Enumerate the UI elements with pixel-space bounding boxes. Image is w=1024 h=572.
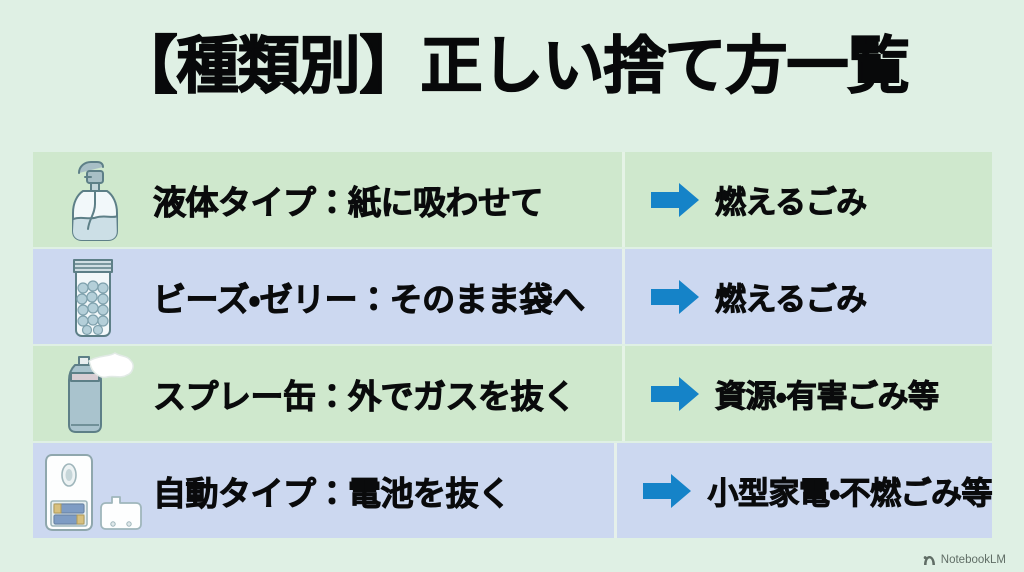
- table-row: 自動タイプ：電池を抜く 小型家電・不燃ごみ等: [33, 443, 993, 538]
- table-cell-method: 液体タイプ：紙に吸わせて: [33, 152, 622, 247]
- method-label: 液体タイプ：紙に吸わせて: [153, 183, 544, 221]
- table-cell-category: 燃えるごみ: [625, 152, 992, 247]
- method-label: スプレー缶：外でガスを抜く: [153, 377, 577, 415]
- method-label: 自動タイプ：電池を抜く: [153, 474, 512, 512]
- right-arrow-icon: [649, 277, 701, 317]
- category-label: 燃えるごみ: [715, 282, 868, 318]
- column-divider: [622, 152, 625, 247]
- table-cell-category: 小型家電・不燃ごみ等: [617, 443, 993, 538]
- page-title: 【種類別】正しい捨て方一覧: [115, 31, 910, 101]
- method-label: ビーズ・ゼリー：そのまま袋へ: [153, 280, 586, 318]
- notebooklm-watermark: NotebookLM: [923, 554, 1006, 566]
- table-cell-method: スプレー缶：外でガスを抜く: [33, 346, 622, 441]
- column-divider: [614, 443, 618, 538]
- category-label: 小型家電・不燃ごみ等: [707, 476, 993, 512]
- notebooklm-logo-icon: [923, 555, 936, 566]
- table-row: 液体タイプ：紙に吸わせて 燃えるごみ: [33, 152, 992, 247]
- disposal-method-table: 液体タイプ：紙に吸わせて 燃えるごみ: [33, 152, 993, 543]
- category-label: 燃えるごみ: [715, 185, 868, 221]
- right-arrow-icon: [649, 180, 701, 220]
- spray-can-icon: [33, 346, 153, 441]
- watermark-label: NotebookLM: [940, 554, 1006, 566]
- table-cell-category: 資源・有害ごみ等: [625, 346, 992, 441]
- column-divider: [622, 346, 625, 441]
- table-row: スプレー缶：外でガスを抜く 資源・有害ごみ等: [33, 346, 992, 441]
- auto-dispenser-battery-icon: [33, 443, 153, 538]
- category-label: 資源・有害ごみ等: [715, 379, 940, 415]
- right-arrow-icon: [649, 374, 701, 414]
- table-cell-method: 自動タイプ：電池を抜く: [33, 443, 614, 538]
- column-divider: [622, 249, 625, 344]
- table-cell-method: ビーズ・ゼリー：そのまま袋へ: [33, 249, 622, 344]
- table-row: ビーズ・ゼリー：そのまま袋へ 燃えるごみ: [33, 249, 992, 344]
- bead-jar-icon: [33, 249, 153, 344]
- table-cell-category: 燃えるごみ: [625, 249, 992, 344]
- pump-bottle-icon: [33, 152, 153, 247]
- right-arrow-icon: [641, 471, 693, 511]
